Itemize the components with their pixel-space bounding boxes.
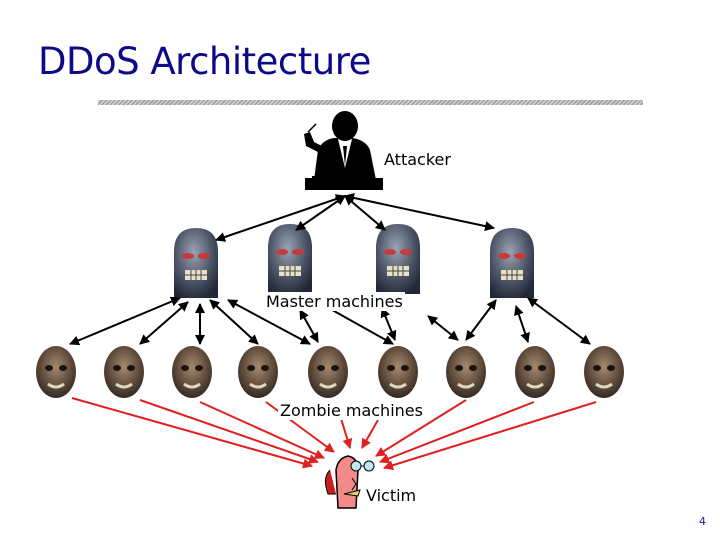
bidirectional-arrow (209, 299, 259, 345)
victim-label: Victim (364, 486, 419, 505)
bidirectional-arrow (299, 309, 319, 343)
attack-arrow (383, 401, 597, 471)
master-machine-icon (174, 228, 218, 298)
bidirectional-arrow (514, 305, 530, 343)
master-machine-icon (490, 228, 534, 298)
attack-arrow (199, 401, 325, 459)
bidirectional-arrow (344, 193, 495, 231)
bidirectional-arrow (295, 195, 346, 231)
bidirectional-arrow (380, 307, 397, 341)
title-rule (98, 100, 643, 105)
victim-icon (324, 455, 375, 509)
zombie-machines-group (36, 346, 624, 398)
zombie-machine-icon (36, 346, 76, 398)
zombie-machine-icon (378, 346, 418, 398)
zombie-machine-icon (584, 346, 624, 398)
bidirectional-arrow (227, 299, 311, 345)
page-number: 4 (699, 515, 706, 528)
attack-arrow (375, 399, 467, 457)
zombie-machines-label: Zombie machines (278, 401, 425, 420)
attack-arrow (139, 399, 319, 464)
attacker-icon (304, 111, 383, 190)
attack-arrow (379, 401, 535, 464)
bidirectional-arrow (465, 299, 497, 341)
zombie-machine-icon (238, 346, 278, 398)
arrows-layer (69, 193, 597, 471)
bidirectional-arrow (69, 296, 181, 346)
zombie-machine-icon (515, 346, 555, 398)
master-machine-icon (268, 224, 312, 294)
bidirectional-arrow (527, 297, 591, 345)
bidirectional-arrow (427, 315, 459, 341)
attack-arrow (361, 419, 379, 449)
attack-arrow (71, 397, 313, 469)
bidirectional-arrow (139, 301, 189, 345)
attacker-label: Attacker (382, 150, 453, 169)
master-machine-icon (376, 224, 420, 294)
slide-title: DDoS Architecture (38, 40, 371, 83)
attack-arrow (265, 401, 335, 453)
zombie-machine-icon (172, 346, 212, 398)
zombie-machine-icon (308, 346, 348, 398)
zombie-machine-icon (446, 346, 486, 398)
zombie-machine-icon (104, 346, 144, 398)
master-machines-label: Master machines (264, 292, 405, 311)
